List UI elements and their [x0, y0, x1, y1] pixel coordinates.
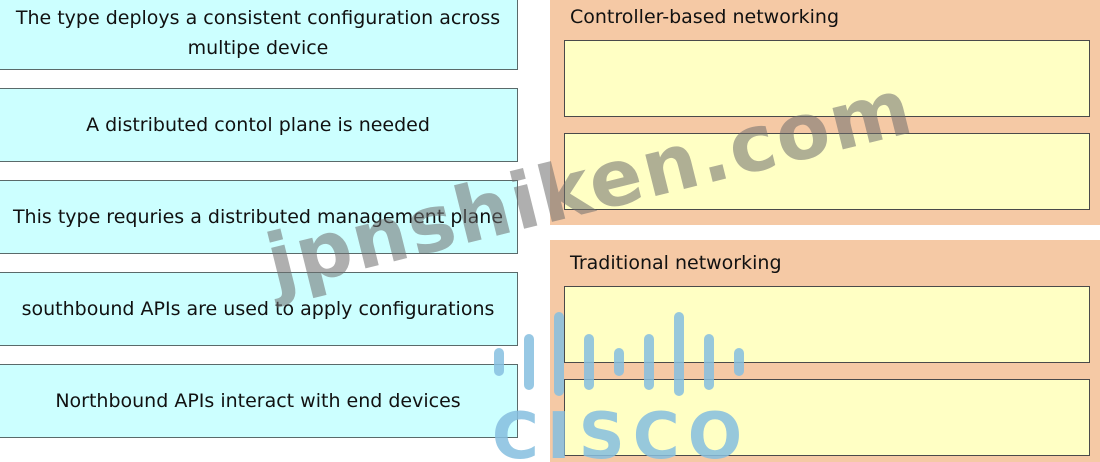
drop-zone-controller-1[interactable]	[564, 40, 1090, 117]
drop-zone-traditional-2[interactable]	[564, 379, 1090, 456]
drag-item-southbound-apis[interactable]: southbound APIs are used to apply config…	[0, 272, 518, 346]
drag-item-label: A distributed contol plane is needed	[86, 114, 430, 136]
drag-item-label: southbound APIs are used to apply config…	[21, 298, 495, 320]
drop-zone-controller-2[interactable]	[564, 133, 1090, 210]
drag-item-northbound-apis[interactable]: Northbound APIs interact with end device…	[0, 364, 518, 438]
drag-item-label: This type requries a distributed managem…	[12, 206, 504, 228]
group-title: Traditional networking	[570, 252, 782, 274]
drag-item-label: The type deploys a consistent configurat…	[15, 7, 501, 59]
drag-item-distributed-control-plane[interactable]: A distributed contol plane is needed	[0, 88, 518, 162]
target-group-traditional: Traditional networking	[550, 240, 1100, 462]
drag-item-distributed-management-plane[interactable]: This type requries a distributed managem…	[0, 180, 518, 254]
drag-item-label: Northbound APIs interact with end device…	[55, 390, 461, 412]
group-title: Controller-based networking	[570, 6, 840, 28]
drop-zone-traditional-1[interactable]	[564, 286, 1090, 363]
drag-item-consistent-configuration[interactable]: The type deploys a consistent configurat…	[0, 0, 518, 70]
target-group-controller-based: Controller-based networking	[550, 0, 1100, 225]
